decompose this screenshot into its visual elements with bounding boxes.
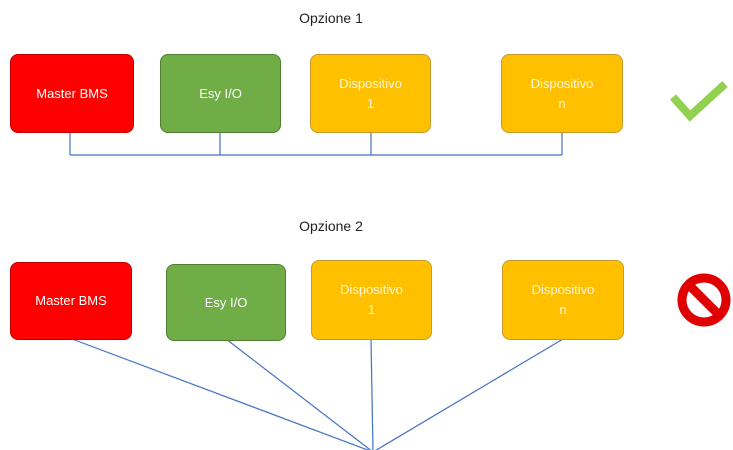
option1-bus (69, 132, 563, 156)
option1-master-bms-node: Master BMS (10, 54, 134, 133)
node-label: Esy I/O (204, 294, 248, 310)
star-link-esy (225, 338, 372, 450)
star-link-device1 (370, 338, 374, 450)
star-link-devicen (375, 338, 564, 450)
check-icon (670, 81, 728, 122)
option2-device-n-node: Dispositivo n (502, 260, 624, 340)
prohibited-icon (677, 273, 731, 327)
option2-star (71, 338, 564, 450)
option1-title: Opzione 1 (299, 10, 363, 26)
node-label: Dispositivo 1 (340, 282, 403, 317)
option1-device-n-node: Dispositivo n (501, 54, 623, 133)
option1-esy-io-node: Esy I/O (160, 54, 281, 133)
node-label: Master BMS (36, 85, 108, 101)
option2-device-1-node: Dispositivo 1 (311, 260, 432, 340)
node-label: Master BMS (35, 293, 107, 308)
node-label: Dispositivo n (530, 75, 594, 111)
node-label: Dispositivo 1 (339, 75, 402, 111)
option1-device-1-node: Dispositivo 1 (310, 54, 431, 133)
node-label: Esy I/O (199, 85, 242, 101)
option2-esy-io-node: Esy I/O (166, 264, 286, 341)
node-label: Dispositivo n (531, 282, 595, 317)
option2-title: Opzione 2 (299, 218, 363, 234)
option2-master-bms-node: Master BMS (10, 262, 132, 340)
star-link-master (71, 338, 370, 450)
